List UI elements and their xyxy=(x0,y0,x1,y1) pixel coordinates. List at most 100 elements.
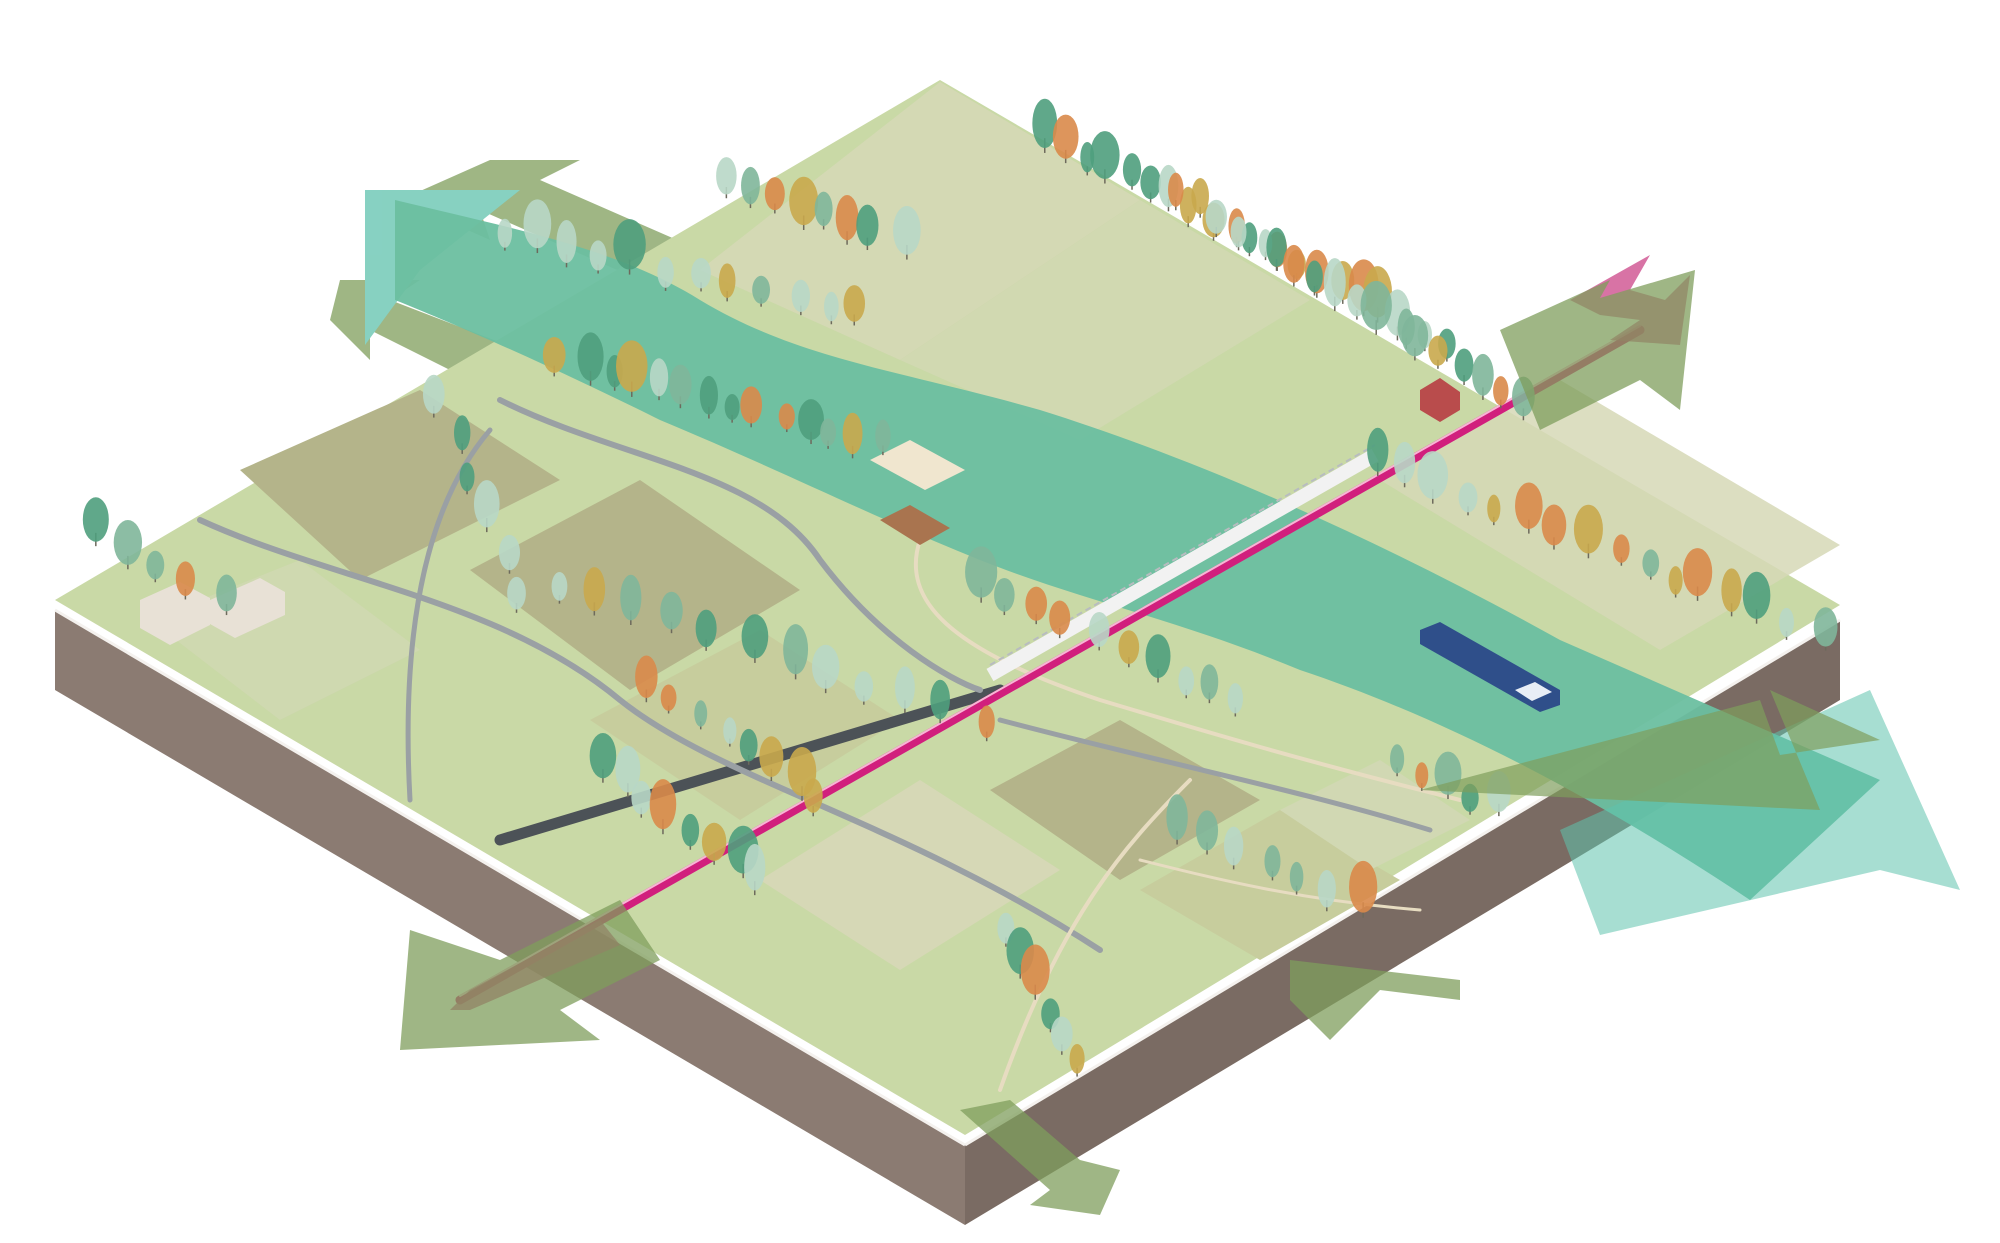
tree xyxy=(216,574,237,616)
tree xyxy=(739,728,758,765)
tree-crown xyxy=(723,717,737,744)
bridge-deck xyxy=(986,448,1379,682)
tree-crown xyxy=(930,679,950,720)
tree-crown xyxy=(82,497,109,542)
tree-crown xyxy=(759,736,784,777)
tree xyxy=(660,591,683,634)
tree xyxy=(1317,870,1336,912)
tree xyxy=(842,412,863,459)
main-road xyxy=(494,684,1006,846)
tree xyxy=(1454,348,1474,386)
tree xyxy=(744,843,766,896)
tree xyxy=(1223,826,1244,870)
tree xyxy=(740,386,763,428)
tree xyxy=(1178,666,1195,699)
flow-arrows-front xyxy=(400,255,1960,1215)
tree xyxy=(577,332,604,386)
tree-crown xyxy=(1487,494,1501,523)
walking-path-3 xyxy=(1138,858,1422,912)
tree xyxy=(556,219,577,268)
arrow-green-south-east xyxy=(1290,960,1460,1040)
tree xyxy=(994,578,1015,616)
tree xyxy=(843,285,866,326)
tree-crown xyxy=(1289,861,1304,892)
tree-crown xyxy=(1168,172,1184,207)
tree xyxy=(613,219,646,275)
tree-crown xyxy=(1122,153,1142,187)
tree-crown xyxy=(1349,860,1378,913)
tree-crown xyxy=(613,219,646,270)
tree xyxy=(741,614,769,663)
tree xyxy=(1668,566,1683,598)
tree-crown xyxy=(820,418,837,447)
tree-crown xyxy=(803,778,823,813)
tree-crown xyxy=(1230,216,1247,248)
tree xyxy=(894,666,915,713)
tree-crown xyxy=(1223,826,1244,866)
tree xyxy=(1306,260,1323,296)
tree xyxy=(723,717,737,747)
roads xyxy=(197,397,1462,1092)
tree xyxy=(978,705,995,742)
tree-crown xyxy=(146,550,165,580)
tree-crown xyxy=(1367,427,1389,472)
tree xyxy=(759,736,784,782)
tree-crown xyxy=(778,403,795,430)
trees xyxy=(82,98,1838,1077)
tree-crown xyxy=(994,578,1015,612)
soil-edge-left xyxy=(54,608,966,1147)
tree-crown xyxy=(1493,376,1509,406)
tree-crown xyxy=(1145,634,1171,679)
tree-crown xyxy=(1140,165,1161,200)
pavilion-building xyxy=(880,505,950,545)
tree xyxy=(1283,244,1305,287)
tree-crown xyxy=(894,666,915,709)
tree-crown xyxy=(1166,794,1188,840)
tree-crown xyxy=(1417,451,1449,499)
field-far-1 xyxy=(700,82,1140,360)
tree-crown xyxy=(1050,1016,1073,1052)
tree xyxy=(620,574,642,625)
tree xyxy=(798,399,824,445)
tree-crown xyxy=(616,340,648,392)
tree-crown xyxy=(1227,683,1243,714)
tree-crown xyxy=(681,813,700,847)
tree xyxy=(716,157,737,199)
tree-crown xyxy=(789,176,819,226)
tree-crown xyxy=(701,822,727,861)
tree-crown xyxy=(577,332,604,381)
tree-crown xyxy=(699,375,718,415)
tree-crown xyxy=(843,285,866,322)
tree-crown xyxy=(1049,600,1071,635)
tree xyxy=(635,655,658,703)
tree xyxy=(1227,683,1243,717)
tree xyxy=(803,778,823,817)
tree xyxy=(930,679,950,724)
tree xyxy=(454,415,471,454)
tree xyxy=(589,733,617,783)
tree xyxy=(1541,504,1567,550)
tree xyxy=(783,624,809,680)
tree-crown xyxy=(1069,1043,1085,1074)
tree xyxy=(422,374,445,418)
tree-crown xyxy=(1025,586,1048,621)
barge xyxy=(1420,622,1560,712)
tree-crown xyxy=(1205,199,1227,234)
tree xyxy=(694,700,708,730)
tree xyxy=(507,576,526,613)
tree xyxy=(1613,534,1630,566)
tree xyxy=(1266,227,1287,271)
tree xyxy=(699,375,718,419)
tree-crown xyxy=(1454,348,1474,382)
ground-surface xyxy=(55,80,1840,1135)
tree xyxy=(691,257,711,292)
tree-crown xyxy=(459,462,475,492)
tree-crown xyxy=(1415,762,1429,789)
tree-crown xyxy=(1317,870,1336,908)
tree-crown xyxy=(1515,482,1543,529)
tree xyxy=(498,534,521,574)
tree xyxy=(1166,794,1188,845)
tree xyxy=(791,279,811,316)
tree-crown xyxy=(1393,441,1416,484)
tree xyxy=(835,195,859,245)
